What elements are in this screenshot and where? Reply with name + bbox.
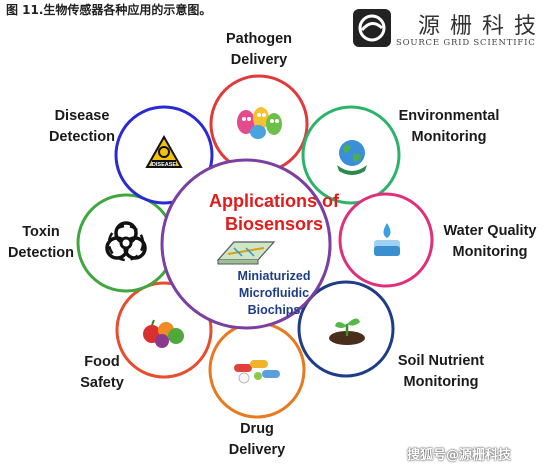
watermark: 搜狐号@源栅科技 <box>407 448 512 463</box>
center-sub-line2: Microfluidic <box>238 286 310 300</box>
label-toxin-detection: Toxin Detection <box>7 224 75 261</box>
center-title: Applications of Biosensors <box>174 190 374 236</box>
center-sub-line1: Miniaturized <box>237 269 311 283</box>
microfluidic-chip-icon <box>216 241 276 265</box>
center-title-line2: Biosensors <box>224 214 324 234</box>
pills-icon <box>234 360 280 384</box>
biohazard-icon <box>105 221 147 262</box>
label-disease-detection: Disease Detection <box>48 108 116 145</box>
logo-chinese-name: 源栅科技 <box>418 14 547 39</box>
figure-caption: 图 11.生物传感器各种应用的示意图。 <box>6 3 212 17</box>
center-subtitle: Miniaturized Microfluidic Biochips <box>194 268 354 319</box>
center-sub-line3: Biochips <box>247 303 301 317</box>
earth-hands-icon <box>337 140 367 175</box>
label-soil-nutrient-monitoring: Soil Nutrient Monitoring <box>397 353 485 390</box>
label-drug-delivery: Drug Delivery <box>228 421 286 458</box>
label-environmental-monitoring: Environmental Monitoring <box>398 108 500 145</box>
food-icon <box>143 319 184 348</box>
label-water-quality-monitoring: Water Quality Monitoring <box>443 223 537 260</box>
center-title-line1: Applications of <box>209 191 339 211</box>
bacteria-icon <box>237 107 282 139</box>
sprout-soil-icon <box>329 318 365 345</box>
disease-warning-icon: DISEASE <box>145 135 183 168</box>
disease-badge-text: DISEASE <box>152 162 176 168</box>
logo-english-name: SOURCE GRID SCIENTIFIC <box>396 38 536 48</box>
label-pathogen-delivery: Pathogen Delivery <box>225 31 293 68</box>
water-drop-icon <box>374 223 400 256</box>
label-food-safety: Food Safety <box>80 354 124 391</box>
logo-mark-icon <box>353 9 391 47</box>
